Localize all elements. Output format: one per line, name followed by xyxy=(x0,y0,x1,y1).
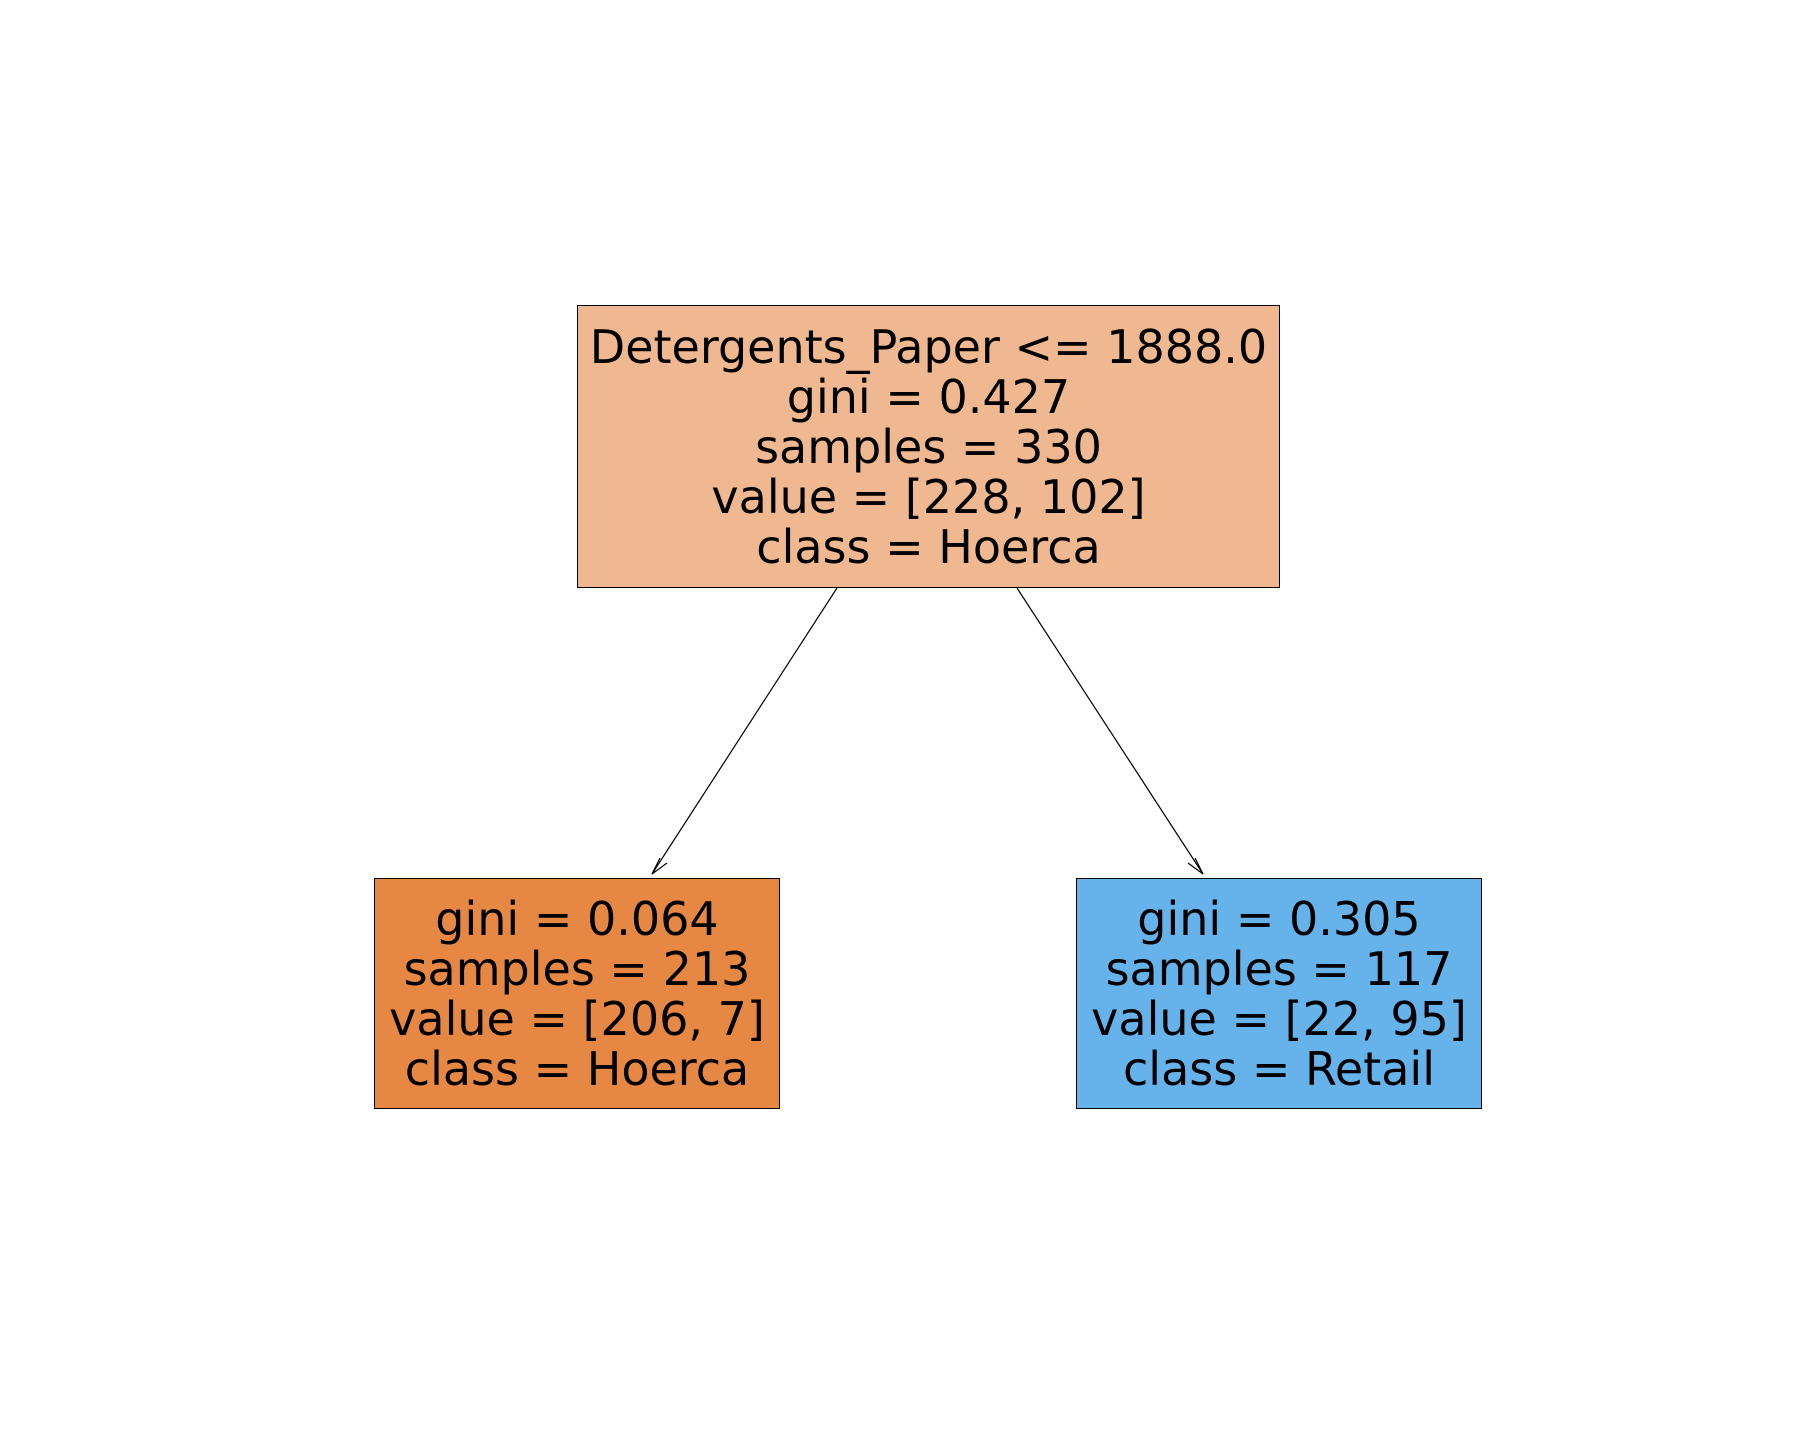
edge-root-left-arrowhead xyxy=(651,857,668,875)
tree-node-root: Detergents_Paper <= 1888.0 gini = 0.427 … xyxy=(577,305,1280,588)
left-samples: samples = 213 xyxy=(403,941,751,996)
left-gini: gini = 0.064 xyxy=(435,891,719,946)
root-split-condition: Detergents_Paper <= 1888.0 xyxy=(589,319,1268,374)
left-value: value = [206, 7] xyxy=(389,991,765,1046)
left-class: class = Hoerca xyxy=(404,1041,750,1096)
right-class: class = Retail xyxy=(1123,1041,1435,1096)
right-samples: samples = 117 xyxy=(1105,941,1453,996)
edge-root-right xyxy=(1016,587,1204,875)
root-samples: samples = 330 xyxy=(755,419,1102,474)
edge-root-left xyxy=(651,587,838,875)
edge-root-right-arrowhead xyxy=(1187,857,1204,875)
root-gini: gini = 0.427 xyxy=(786,369,1071,424)
right-value: value = [22, 95] xyxy=(1091,991,1467,1046)
right-gini: gini = 0.305 xyxy=(1137,891,1421,946)
root-value: value = [228, 102] xyxy=(711,469,1146,524)
tree-node-right-leaf: gini = 0.305 samples = 117 value = [22, … xyxy=(1076,878,1482,1109)
tree-node-left-leaf: gini = 0.064 samples = 213 value = [206,… xyxy=(374,878,780,1109)
root-class: class = Hoerca xyxy=(756,519,1101,574)
